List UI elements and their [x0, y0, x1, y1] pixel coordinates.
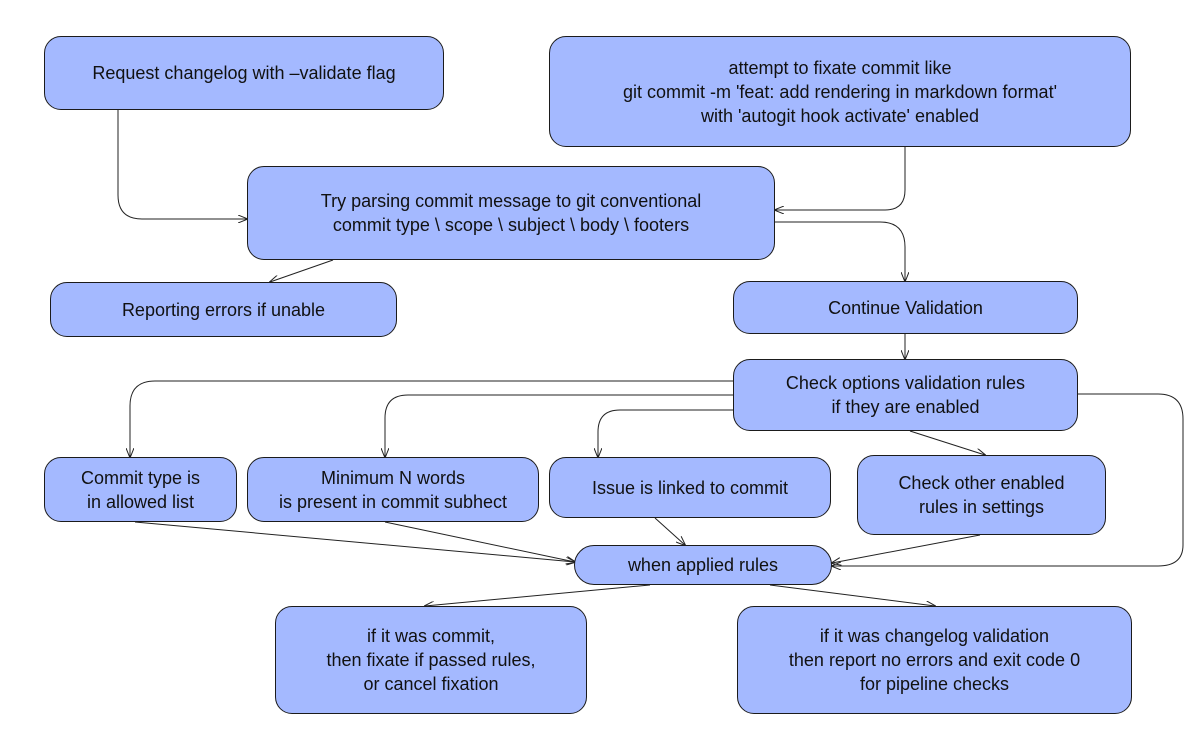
- edge-check-to-other: [909, 430, 985, 455]
- edge-applied-to-ifchangelog: [769, 584, 935, 606]
- edge-check-to-minwords: [385, 394, 733, 457]
- edge-parse-to-continue: [775, 221, 905, 281]
- edge-issue-to-applied: [654, 517, 685, 545]
- edge-request-to-parse: [117, 110, 247, 219]
- node-commit-type: Commit type is in allowed list: [44, 457, 237, 522]
- node-when-applied: when applied rules: [574, 545, 832, 585]
- edge-check-to-applied: [832, 393, 1184, 566]
- edge-minwords-to-applied: [384, 521, 575, 562]
- node-request-changelog: Request changelog with –validate flag: [44, 36, 444, 110]
- node-if-changelog: if it was changelog validation then repo…: [737, 606, 1132, 714]
- edge-check-to-issue: [598, 409, 733, 457]
- node-attempt-commit: attempt to fixate commit like git commit…: [549, 36, 1131, 147]
- node-minimum-words: Minimum N words is present in commit sub…: [247, 457, 539, 522]
- node-check-other: Check other enabled rules in settings: [857, 455, 1106, 535]
- edge-committype-to-applied: [134, 521, 575, 562]
- edge-attempt-to-parse: [775, 147, 906, 210]
- node-try-parsing: Try parsing commit message to git conven…: [247, 166, 775, 260]
- node-if-commit: if it was commit, then fixate if passed …: [275, 606, 587, 714]
- edge-other-to-applied: [832, 534, 981, 563]
- node-check-options: Check options validation rules if they a…: [733, 359, 1078, 431]
- node-reporting-errors: Reporting errors if unable: [50, 282, 397, 337]
- edge-parse-to-reporting: [270, 259, 334, 282]
- edge-check-to-committype: [130, 380, 733, 457]
- node-continue-validation: Continue Validation: [733, 281, 1078, 334]
- node-issue-linked: Issue is linked to commit: [549, 457, 831, 518]
- edge-applied-to-ifcommit: [425, 584, 651, 606]
